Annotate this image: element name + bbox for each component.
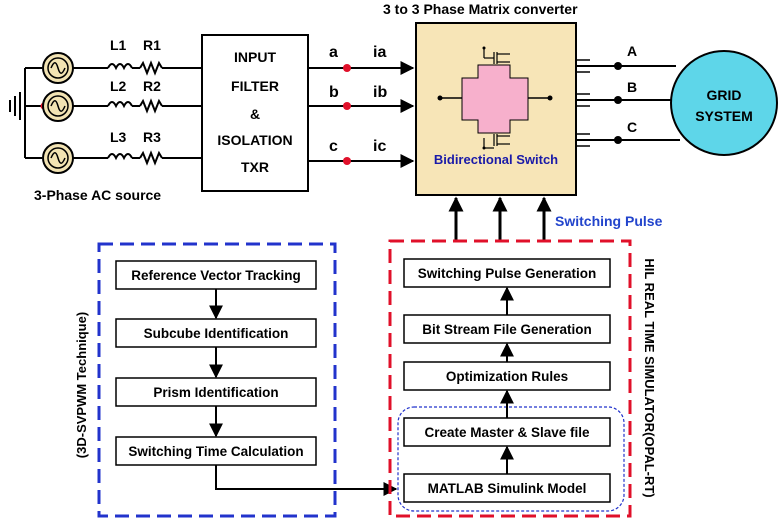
- step-create-master-slave-file: [403, 417, 611, 447]
- bidirectional-switch-icon: [437, 46, 553, 150]
- ac-source-phase-1: [25, 52, 74, 84]
- output-node-c: [614, 136, 622, 144]
- inductor-label-l2: L2: [110, 78, 127, 94]
- grid-system-node: [670, 50, 778, 156]
- step-subcube-identification: [115, 318, 317, 348]
- input-filter-line-4: ISOLATION: [217, 132, 292, 148]
- step-label-switching-pulse-generation: Switching Pulse Generation: [418, 266, 597, 281]
- phase-label-c: c: [329, 138, 338, 155]
- output-label-a: A: [627, 43, 637, 59]
- step-label-prism-identification: Prism Identification: [153, 385, 278, 400]
- bidirectional-switch-label: Bidirectional Switch: [434, 152, 558, 167]
- source-caption: 3-Phase AC source: [34, 187, 161, 203]
- input-filter-block: [201, 34, 309, 192]
- step-label-switching-time-calculation: Switching Time Calculation: [128, 444, 303, 459]
- inductor-label-l3: L3: [110, 129, 127, 145]
- step-label-bit-stream-file-generation: Bit Stream File Generation: [422, 322, 592, 337]
- step-label-optimization-rules: Optimization Rules: [446, 369, 568, 384]
- ac-source-phase-3: [25, 142, 74, 174]
- inductor-label-l1: L1: [110, 37, 127, 53]
- step-label-matlab-simulink-model: MATLAB Simulink Model: [428, 481, 587, 496]
- svpwm-to-matlab-connector: [215, 465, 398, 496]
- step-label-create-master-slave-file: Create Master & Slave file: [424, 425, 590, 440]
- input-filter-line-1: INPUT: [234, 49, 276, 65]
- step-optimization-rules: [403, 361, 611, 391]
- phase-node-b: [343, 102, 351, 110]
- hil-simulator-group: [388, 239, 632, 518]
- phase-node-c: [343, 157, 351, 165]
- resistor-label-r1: R1: [143, 37, 161, 53]
- hil-side-label: HIL REAL TIME SIMULATOR(OPAL-RT): [642, 258, 657, 497]
- current-label-ib: ib: [373, 84, 387, 101]
- input-filter-line-5: TXR: [241, 159, 269, 175]
- phase-wiring: [73, 60, 202, 166]
- grid-label-line-2: SYSTEM: [695, 108, 753, 124]
- switching-pulse-label: Switching Pulse: [555, 213, 663, 229]
- step-label-reference-vector-tracking: Reference Vector Tracking: [131, 268, 301, 283]
- current-label-ia: ia: [373, 44, 386, 61]
- phase-label-a: a: [329, 44, 338, 61]
- svpwm-side-label: (3D-SVPWM Technique): [74, 312, 89, 458]
- phase-label-b: b: [329, 84, 339, 101]
- current-label-ic: ic: [373, 138, 386, 155]
- svpwm-technique-group: [97, 242, 337, 518]
- input-filter-line-3: &: [250, 106, 260, 122]
- phase-node-a: [343, 64, 351, 72]
- output-node-b: [614, 96, 622, 104]
- ac-source-phase-2: [42, 90, 74, 122]
- ground-icon: [9, 68, 44, 158]
- input-filter-line-2: FILTER: [231, 78, 279, 94]
- step-switching-pulse-generation: [403, 258, 611, 288]
- resistor-label-r3: R3: [143, 129, 161, 145]
- output-node-a: [614, 62, 622, 70]
- resistor-label-r2: R2: [143, 78, 161, 94]
- step-reference-vector-tracking: [115, 260, 317, 290]
- opal-rt-subgroup: [397, 406, 625, 512]
- step-label-subcube-identification: Subcube Identification: [144, 326, 289, 341]
- output-label-b: B: [627, 79, 637, 95]
- grid-label-line-1: GRID: [707, 87, 742, 103]
- matrix-converter-title: 3 to 3 Phase Matrix converter: [383, 1, 578, 17]
- output-label-c: C: [627, 119, 637, 135]
